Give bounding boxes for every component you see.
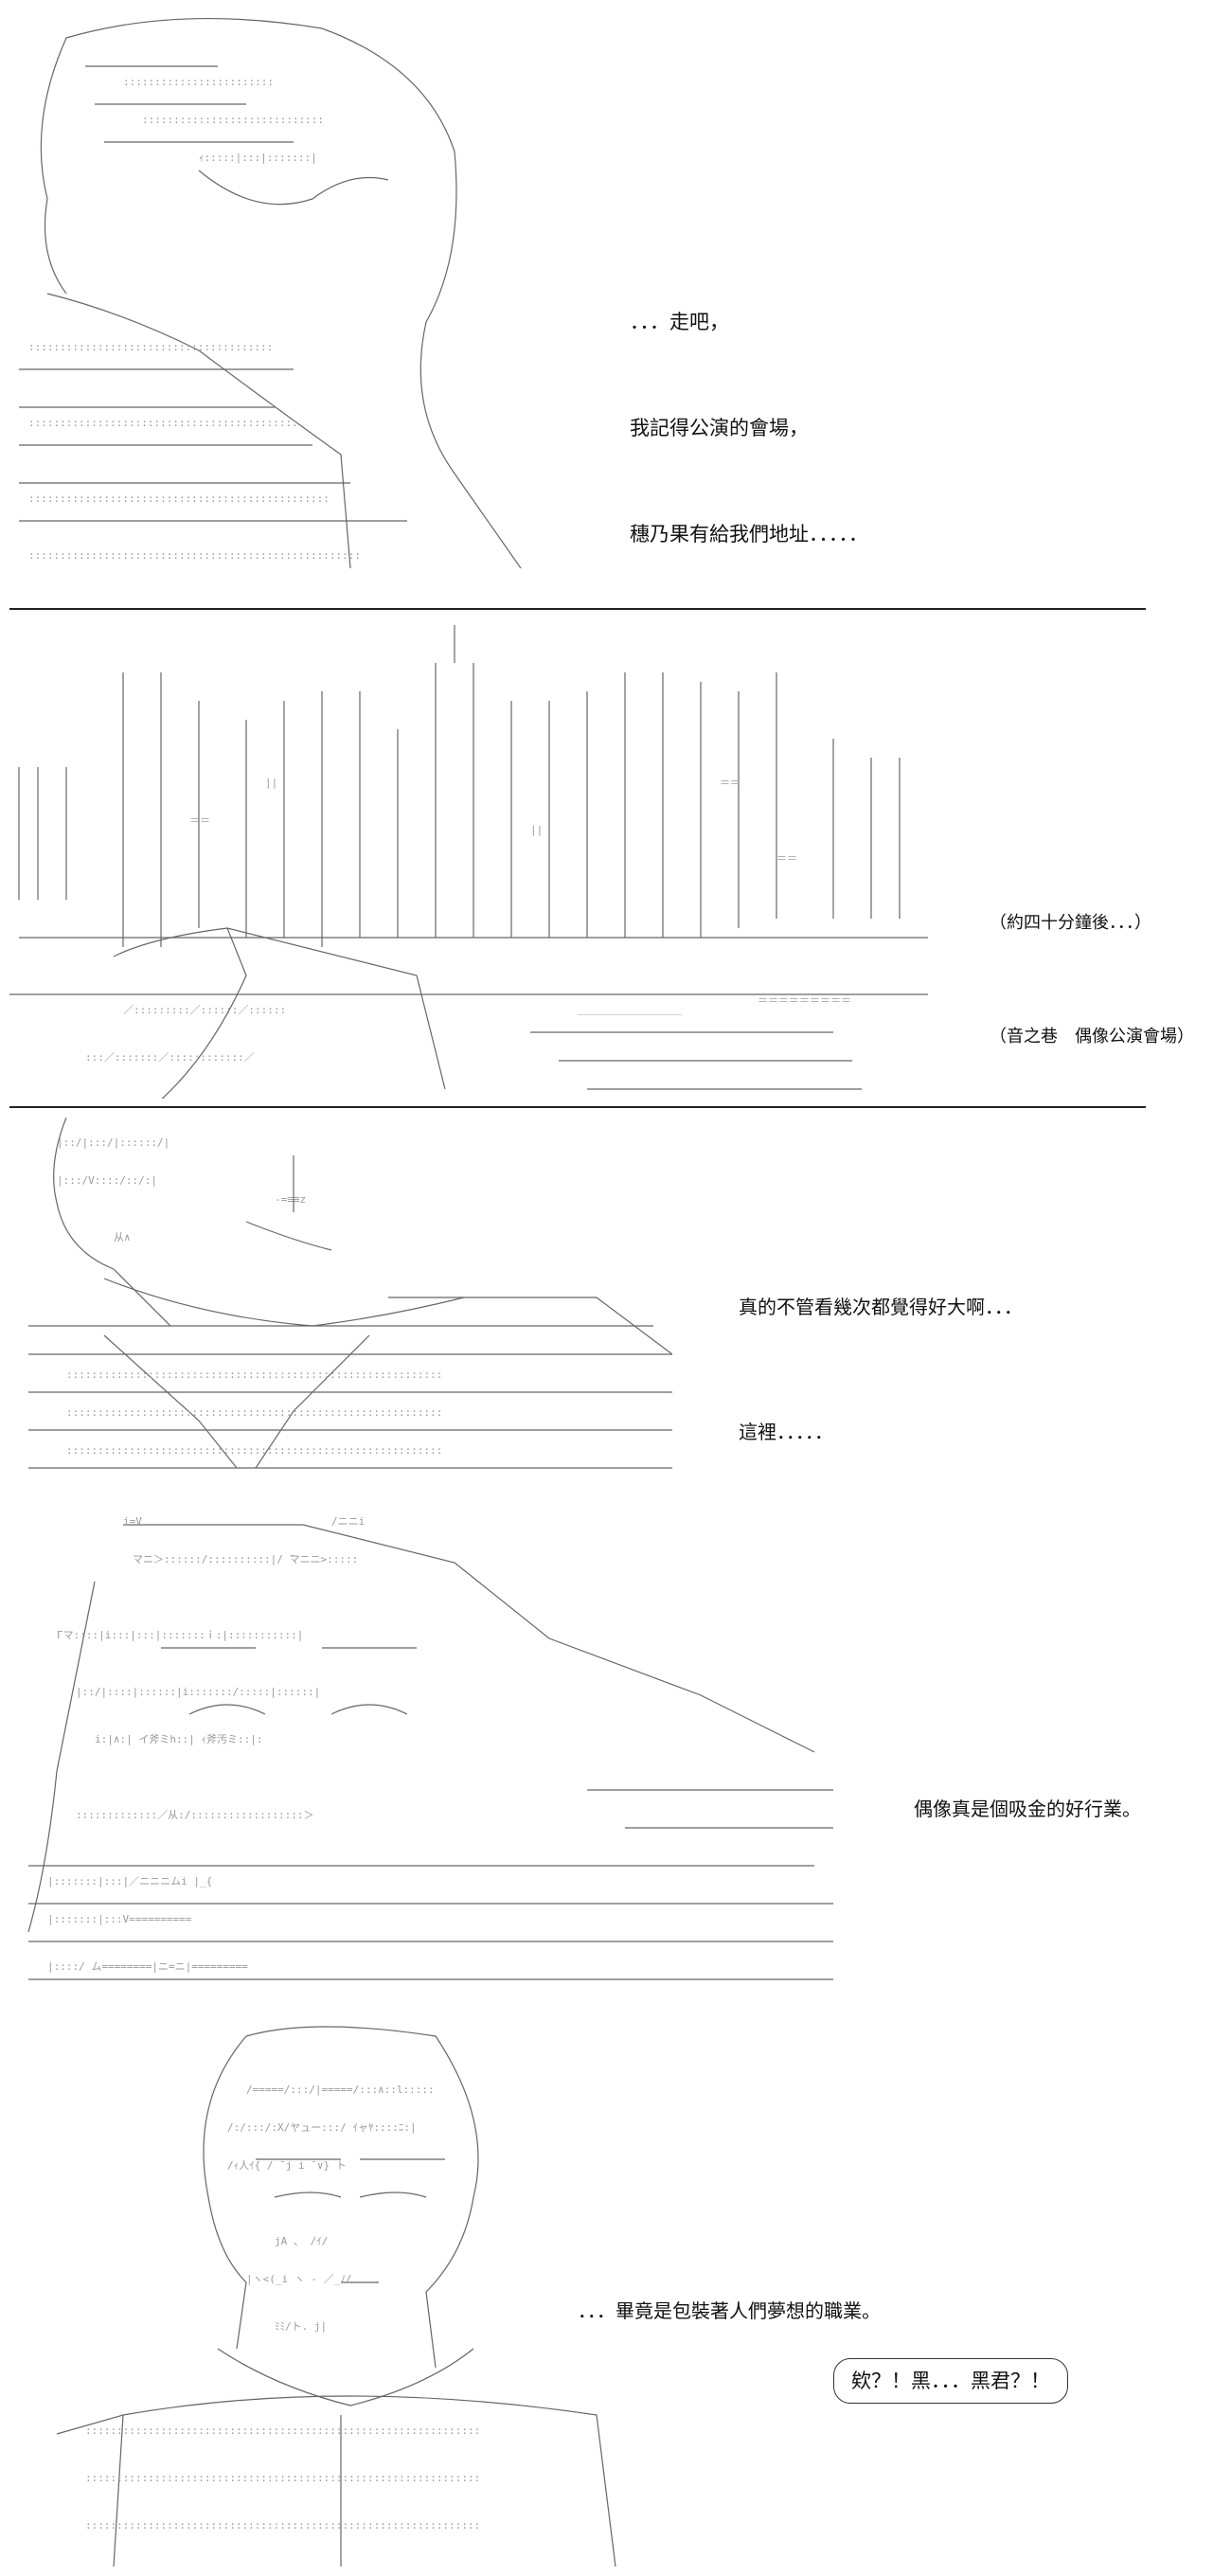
svg-text:ﾐﾐ/ト. j|: ﾐﾐ/ト. j|	[275, 2320, 327, 2333]
svg-text:::::::::::::::::::::::::::::::: ::::::::::::::::::::::::::::::::::::::::…	[66, 1406, 442, 1419]
svg-text:ｨ:::::|:::|:::::::|: ｨ:::::|:::|:::::::|	[199, 152, 317, 164]
dialogue-line: 偶像真是個吸金的好行業。	[914, 1798, 1141, 1820]
svg-text:从∧: 从∧	[114, 1231, 131, 1243]
panel-divider	[9, 1106, 1146, 1108]
speech-bubble: 欸？！黑．．．黑君？！	[833, 2358, 1068, 2404]
svg-text:::::::::::::::::::::::::::::::: ::::::::::::::::::::::::::::::::::::::::…	[66, 1444, 442, 1457]
svg-text:::::::::::::::::::::::::::::::: ::::::::::::::::::::::::::::::::::::::::…	[28, 492, 330, 505]
panel-scene-2: ＝＝ || || ＝＝ ＝＝ ＿＿＿＿＿＿＿＿＿＿ ＝＝＝＝＝＝＝＝＝ ／:::…	[0, 616, 1231, 1099]
ascii-art-city-skyline: ＝＝ || || ＝＝ ＝＝ ＿＿＿＿＿＿＿＿＿＿ ＝＝＝＝＝＝＝＝＝ ／:::…	[0, 616, 928, 1099]
svg-text:＿＿＿＿＿＿＿＿＿＿: ＿＿＿＿＿＿＿＿＿＿	[578, 1004, 682, 1016]
svg-text::::::::::::::::::::::::::::::: :::::::::::::::::::::::::::::	[142, 114, 324, 126]
svg-text:＝＝＝＝＝＝＝＝＝: ＝＝＝＝＝＝＝＝＝	[758, 994, 851, 1007]
svg-text:|::/|:::/|::::::/|: |::/|:::/|::::::/|	[57, 1136, 169, 1149]
dialogue-scene-5: ．．．畢竟是包裝著人們夢想的職業。	[578, 2207, 881, 2415]
svg-text:i=V: i=V	[123, 1515, 142, 1528]
svg-text:::::::::::::::::::::::::::::::: ::::::::::::::::::::::::::::::::::::::::…	[85, 2424, 480, 2437]
svg-text::::::::::::::／从:/:::::::::::::: :::::::::::::／从:/::::::::::::::::::＞	[76, 1809, 314, 1821]
svg-text::::／:::::::／::::::::::::／: :::／:::::::／::::::::::::／	[85, 1051, 255, 1064]
svg-text:|ヽ<(_i ヽ - ／_ﾉ/: |ヽ<(_i ヽ - ／_ﾉ/	[246, 2273, 351, 2285]
svg-text:マニ＞::::::/::::::::::|/ ̄マニニ>::: マニ＞::::::/::::::::::|/ ̄マニニ>:::::	[133, 1553, 358, 1565]
ascii-art-character-looking-up: |::/|:::/|::::::/| |:::/V::::/::/:| 从∧ ‐…	[9, 1108, 672, 1487]
dialogue-line: 穗乃果有給我們地址．．．．．	[630, 523, 868, 546]
dialogue-line: 我記得公演的會場，	[630, 417, 809, 439]
dialogue-scene-2: （約四十分鐘後．．．） （音之巷 偶像公演會場）	[990, 829, 1194, 1132]
svg-text:/=====/:::/|=====/:::∧::l:::::: /=====/:::/|=====/:::∧::l:::::	[246, 2084, 435, 2096]
speech-bubble-text: 欸？！黑．．．黑君？！	[851, 2370, 1050, 2392]
panel-scene-4: i=V /ニニi マニ＞::::::/::::::::::|/ ̄マニニ>:::…	[0, 1506, 1231, 1998]
svg-text:|:::::::|:::V==========: |:::::::|:::V==========	[47, 1913, 192, 1925]
svg-text:/ニニi: /ニニi	[331, 1515, 365, 1528]
svg-text:|::/|::::|::::::|i:::::::/::::: |::/|::::|::::::|i:::::::/:::::|::::::|	[76, 1686, 320, 1698]
panel-scene-5: /=====/:::/|=====/:::∧::l::::: /:/:::/:X…	[0, 2008, 1231, 2576]
svg-text:＝＝: ＝＝	[776, 852, 797, 865]
panel-scene-1: :::::::::::::::::::::::: :::::::::::::::…	[0, 0, 1231, 587]
ascii-art-character-profile: :::::::::::::::::::::::: :::::::::::::::…	[9, 9, 540, 578]
svg-text:jA 、 /ｲ/: jA 、 /ｲ/	[275, 2235, 328, 2247]
svg-text:|:::::::|:::|／ニニニムi |_{: |:::::::|:::|／ニニニムi |_{	[47, 1875, 212, 1887]
svg-text:||: ||	[530, 824, 543, 836]
svg-text:::::::::::::::::::::::::::::::: ::::::::::::::::::::::::::::::::::::::::…	[28, 417, 298, 429]
svg-text:||: ||	[265, 777, 277, 789]
dialogue-line: ．．．走吧，	[630, 311, 729, 333]
svg-text:::::::::::::::::::::::::::::::: ::::::::::::::::::::::::::::::::::::::::…	[85, 2519, 480, 2531]
svg-text:|::::/ ム========|ニ=ニ|=======: |::::/ ム========|ニ=ニ|=========	[47, 1960, 248, 1973]
dialogue-line: 真的不管看幾次都覺得好大啊．．．	[739, 1296, 1023, 1318]
svg-text:/ｨ人ｲ{ / ̄ j i ̄ ∨} ト: /ｨ人ｲ{ / ̄ j i ̄ ∨} ト	[227, 2159, 347, 2172]
ascii-art-character-close-up: i=V /ニニi マニ＞::::::/::::::::::|/ ̄マニニ>:::…	[19, 1506, 852, 1998]
svg-text:::::::::::::::::::::::::::::::: ::::::::::::::::::::::::::::::::::::::::…	[28, 549, 361, 562]
svg-text:‐=≡≡z: ‐=≡≡z	[275, 1193, 306, 1206]
panel-scene-3: |::/|:::/|::::::/| |:::/V::::/::/:| 从∧ ‐…	[0, 1108, 1231, 1487]
svg-text:::::::::::::::::::::::::::::::: ::::::::::::::::::::::::::::::::::::::::…	[85, 2472, 480, 2484]
svg-text:＝＝: ＝＝	[189, 814, 210, 827]
dialogue-line: ．．．畢竟是包裝著人們夢想的職業。	[578, 2299, 881, 2322]
dialogue-line: 這裡．．．．．	[739, 1421, 833, 1443]
dialogue-scene-3: 真的不管看幾次都覺得好大啊．．． 這裡．．．．．	[739, 1203, 1023, 1536]
svg-text:::::::::::::::::::::::::::::::: :::::::::::::::::::::::::::::::::::::::	[28, 341, 273, 353]
svg-text:|:::/V::::/::/:|: |:::/V::::/::/:|	[57, 1174, 157, 1187]
svg-text:／:::::::::／::::::／::::::: ／:::::::::／::::::／::::::	[123, 1004, 286, 1016]
svg-text:::::::::::::::::::::::::::::::: ::::::::::::::::::::::::::::::::::::::::…	[66, 1368, 442, 1381]
svg-text:Γマ::::|i:::|:::|:::::::ｉ:|::::: Γマ::::|i:::|:::|:::::::ｉ:|:::::::::::|	[57, 1629, 303, 1641]
svg-text:::::::::::::::::::::::::: ::::::::::::::::::::::::	[123, 76, 274, 88]
panel-divider	[384, 608, 1146, 610]
dialogue-line: （約四十分鐘後．．．）	[990, 913, 1151, 933]
svg-text:i:|∧:| イ斧ミh::| ｨ斧汚ミ::|:: i:|∧:| イ斧ミh::| ｨ斧汚ミ::|:	[95, 1733, 262, 1745]
ascii-art-character-front: /=====/:::/|=====/:::∧::l::::: /:/:::/:X…	[28, 2008, 644, 2576]
dialogue-scene-1: ．．．走吧， 我記得公演的會場， 穗乃果有給我們地址．．．．．	[630, 242, 868, 615]
svg-text:/:/:::/:X/ヤュー:::/ ｲャﾔ::::ﾆ:|: /:/:::/:X/ヤュー:::/ ｲャﾔ::::ﾆ:|	[227, 2121, 417, 2134]
dialogue-line: （音之巷 偶像公演會場）	[990, 1027, 1194, 1046]
panel-divider	[9, 608, 384, 610]
svg-text:＝＝: ＝＝	[720, 777, 740, 789]
dialogue-scene-4: 偶像真是個吸金的好行業。	[914, 1705, 1141, 1913]
